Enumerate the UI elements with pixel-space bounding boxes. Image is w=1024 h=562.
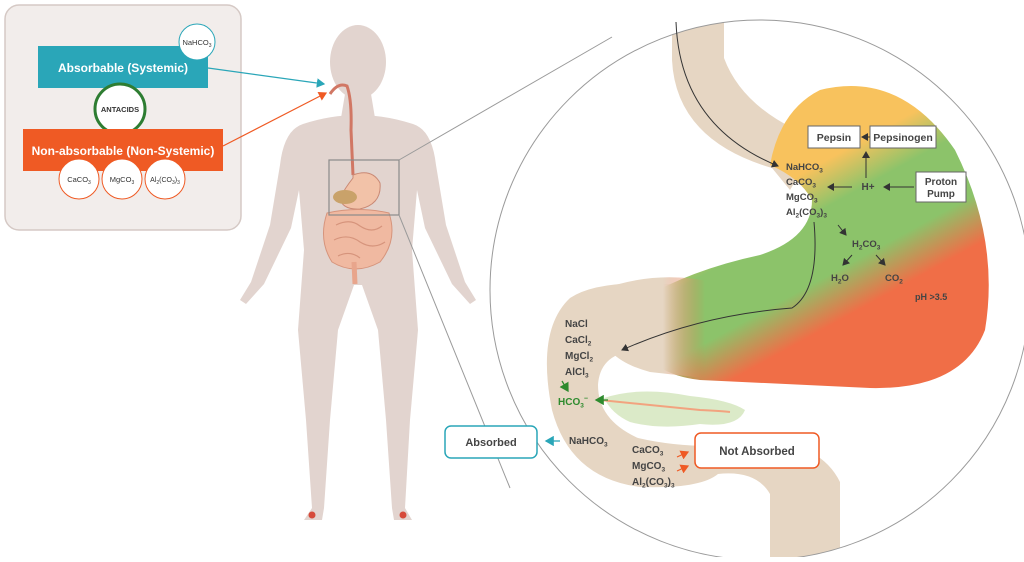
stomach-to-duodenum-arrow-icon [621,221,816,352]
absorbable-arrow-icon [207,67,326,88]
pepsinogen-label: Pepsinogen [873,132,933,144]
not-absorbed-box [694,432,820,469]
duodenum-nahco3: NaHCO3 [569,436,608,449]
duodenum-al2co33: Al2(CO3)3 [632,477,675,490]
not-absorbed-arrow2-icon [676,464,690,474]
nacl-label: NaCl [565,319,588,330]
esophagus-flow-arrow-icon [675,21,779,168]
mgco3-legend: MgCO3 [110,175,135,186]
to-h2o-arrow-icon [842,254,853,266]
h2co3-label: H2CO3 [852,239,881,252]
duodenum-mgco3: MgCO3 [632,461,665,474]
mgcl2-label: MgCl2 [565,351,593,364]
duodenum-labels: NaCl CaCl2 MgCl2 AlCl3 HCO3− NaHCO3 Abso… [444,319,820,490]
zoom-line-top [398,36,613,161]
not-absorbed-label: Not Absorbed [719,446,795,458]
to-h2co3-arrow-icon [837,224,847,236]
al2co33-circle [144,158,186,200]
to-co2-arrow-icon [875,254,886,266]
h2o-label: H2O [831,273,849,286]
nonabsorbable-arrow-icon [222,92,328,147]
absorbable-label: Absorbable (Systemic) [58,61,188,75]
not-absorbed-arrow1-icon [676,450,690,460]
legend-panel: Absorbable (Systemic) NaHCO3 ANTACIDS No… [4,4,242,231]
nonabsorbable-label: Non-absorbable (Non-Systemic) [32,144,215,158]
stomach-labels: Pepsin Pepsinogen H+ Proton Pump NaHCO3 … [786,125,967,302]
proton-label: Proton [925,177,957,188]
pancreas-illustration [599,391,745,427]
ph-label: pH >3.5 [915,292,947,302]
pepsin-label: Pepsin [817,132,851,144]
antacids-label: ANTACIDS [101,105,139,114]
mgco3-circle [101,158,143,200]
hplus-label: H+ [861,182,874,193]
alcl3-label: AlCl3 [565,367,589,380]
nahco3-legend: NaHCO3 [182,38,211,49]
left-foot-icon [308,511,316,519]
hco3-label: HCO3− [558,396,588,410]
proton-pump-box [915,171,967,203]
absorbable-box [38,46,208,88]
al2co33-legend: Al2(CO3)3 [150,177,180,186]
body-digestive-tract [322,83,393,285]
absorbed-box [444,425,538,459]
absorbed-label: Absorbed [465,437,516,449]
stomach-mgco3: MgCO3 [786,192,818,205]
pepsin-box [807,125,861,149]
zoom-box [328,159,400,216]
co2-label: CO2 [885,273,903,286]
cacl2-label: CaCl2 [565,335,592,348]
duodenum-caco3: CaCO3 [632,445,664,458]
stomach-nahco3: NaHCO3 [786,162,823,175]
magnified-view [489,19,1024,561]
green-down-arrow-icon [559,380,569,393]
pump-label: Pump [927,189,955,200]
right-foot-icon [399,511,407,519]
stomach-caco3: CaCO3 [786,177,816,190]
stomach-al2co33: Al2(CO3)3 [786,207,827,220]
body-silhouette [240,25,476,520]
nahco3-circle [178,23,216,61]
caco3-legend: CaCO3 [67,175,91,186]
caco3-circle [58,158,100,200]
